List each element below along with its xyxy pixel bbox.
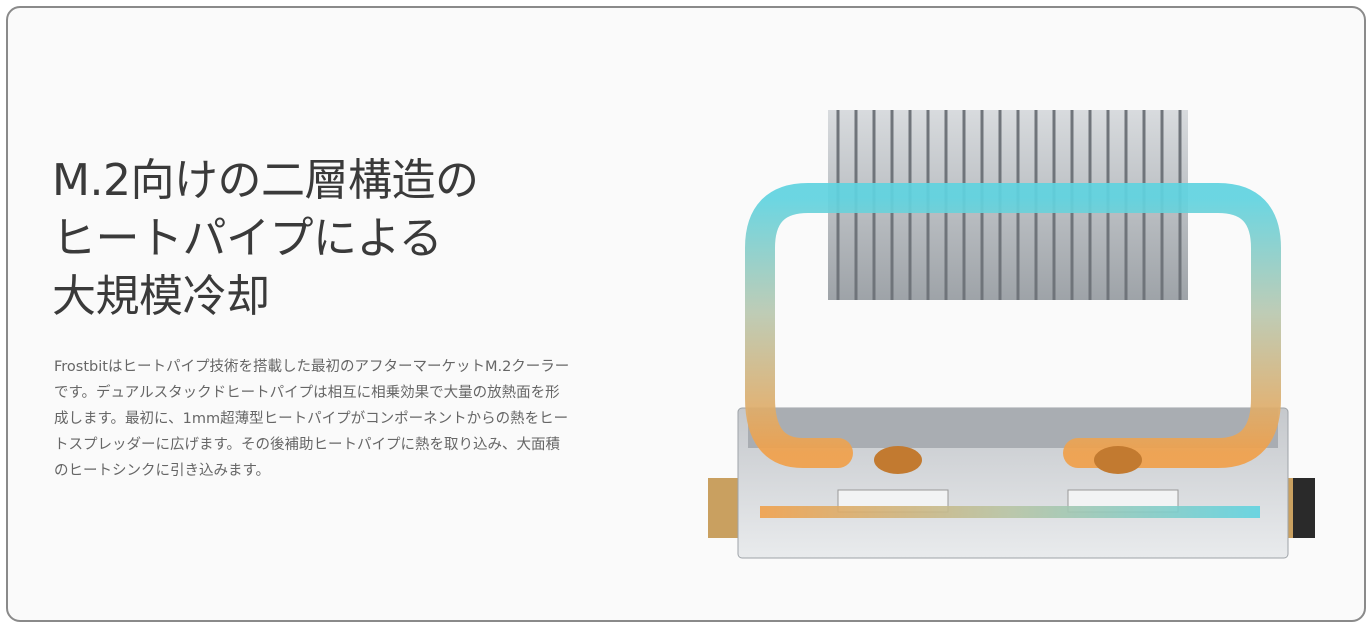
feature-card: M.2向けの二層構造の ヒートパイプによる 大規模冷却 Frostbitはヒート… — [6, 6, 1366, 622]
heatpipe-loop — [745, 183, 1281, 468]
pcb-edge-right — [1293, 478, 1315, 538]
heatpipe-cooler-image — [708, 110, 1315, 559]
headline-line-2: ヒートパイプによる — [52, 213, 443, 264]
thermal-strip — [760, 506, 1260, 518]
pipe-clamp-left — [874, 446, 922, 474]
headline: M.2向けの二層構造の ヒートパイプによる 大規模冷却 — [52, 152, 612, 326]
headline-line-3: 大規模冷却 — [52, 271, 270, 322]
pipe-clamp-right — [1094, 446, 1142, 474]
headline-line-1: M.2向けの二層構造の — [52, 155, 479, 206]
feature-description: Frostbitはヒートパイプ技術を搭載した最初のアフターマーケットM.2クーラ… — [54, 359, 570, 479]
